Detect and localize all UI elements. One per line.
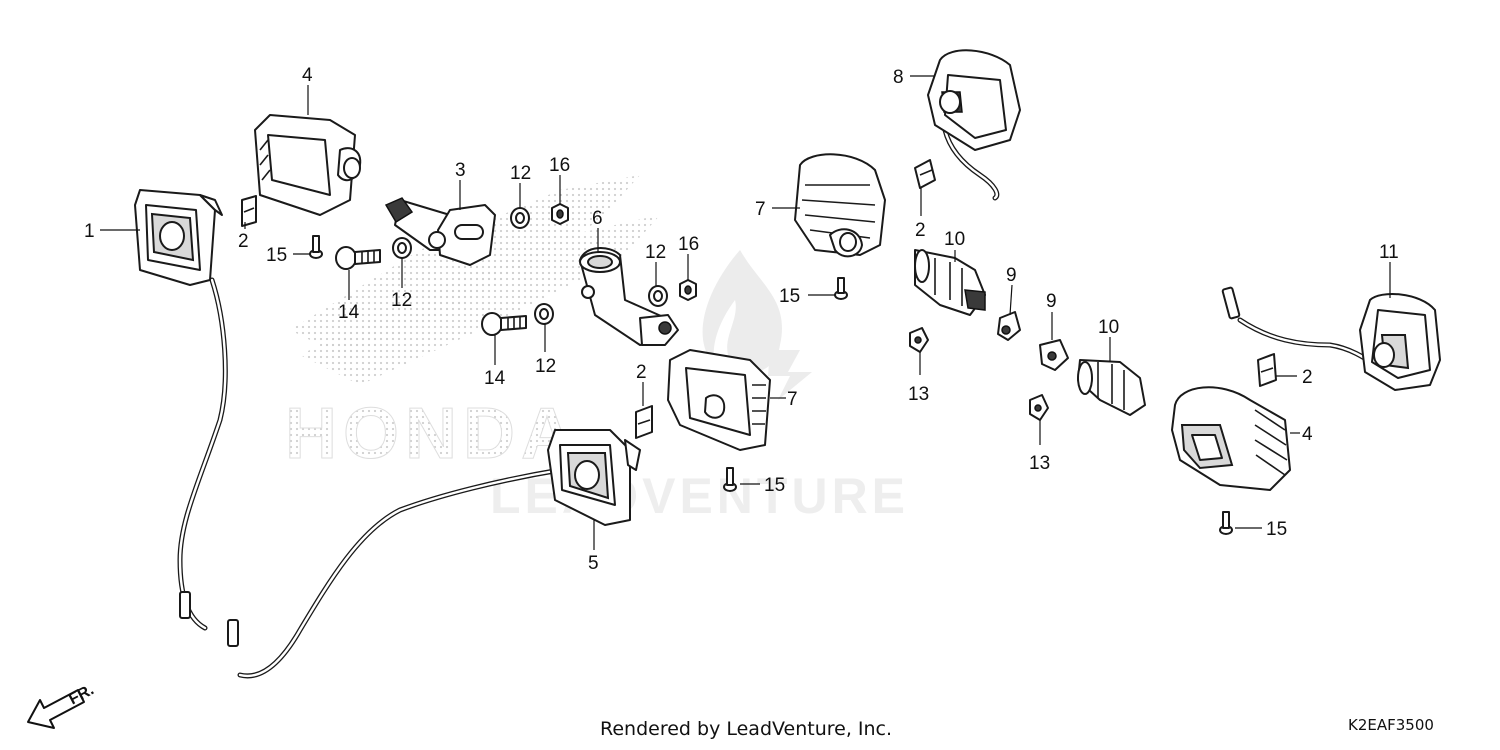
part-5-turn-signal-lens[interactable]	[547, 429, 641, 526]
wire-rear-right	[942, 127, 1000, 201]
callout-3: 3	[455, 160, 466, 181]
part-14-bolt-b[interactable]	[481, 312, 527, 336]
part-16-nut-a[interactable]	[551, 203, 569, 225]
part-10-socket-a[interactable]	[914, 249, 986, 316]
callout-16-a: 16	[549, 155, 570, 176]
callout-2-c: 2	[636, 362, 647, 383]
part-16-nut-b[interactable]	[679, 279, 697, 301]
part-9-bulb-a[interactable]	[997, 311, 1021, 341]
part-12-washer-c[interactable]	[648, 285, 668, 307]
callout-15-a: 15	[266, 245, 287, 266]
part-8-turn-signal-lens[interactable]	[927, 49, 1021, 151]
callout-7-upper: 7	[755, 199, 766, 220]
callout-13-a: 13	[908, 384, 929, 405]
callout-12-d: 12	[535, 356, 556, 377]
part-15-screw-c[interactable]	[723, 467, 737, 492]
part-2-clip-a[interactable]	[241, 195, 257, 227]
part-1-turn-signal-lens[interactable]	[134, 189, 223, 286]
callout-1: 1	[84, 221, 95, 242]
leader-lines	[100, 75, 1391, 550]
flame-watermark	[702, 250, 812, 400]
wire-harness-left	[177, 277, 563, 679]
callout-2-d: 2	[1302, 367, 1313, 388]
part-4-housing-left[interactable]	[254, 114, 362, 216]
callout-2-a: 2	[238, 231, 249, 252]
callout-15-d: 15	[1266, 519, 1287, 540]
part-15-screw-a[interactable]	[309, 235, 323, 259]
callout-11: 11	[1379, 242, 1399, 263]
callout-7-lower: 7	[787, 389, 798, 410]
rendered-by-credit: Rendered by LeadVenture, Inc.	[600, 718, 893, 740]
callout-15-c: 15	[764, 475, 785, 496]
callout-12-b: 12	[391, 290, 412, 311]
callout-6: 6	[592, 208, 603, 229]
diagram-code: K2EAF3500	[1348, 716, 1434, 734]
part-15-screw-d[interactable]	[1219, 511, 1233, 535]
callout-2-b: 2	[915, 220, 926, 241]
part-12-washer-d[interactable]	[534, 303, 554, 325]
callout-12-c: 12	[645, 242, 666, 263]
callout-14-b: 14	[484, 368, 506, 389]
callout-13-b: 13	[1029, 453, 1050, 474]
callout-9-b: 9	[1046, 291, 1057, 312]
callout-10-b: 10	[1098, 317, 1119, 338]
part-12-washer-a[interactable]	[510, 207, 530, 229]
callout-15-b: 15	[779, 286, 800, 307]
callout-10-a: 10	[944, 229, 965, 250]
part-6-stay-bracket[interactable]	[579, 247, 679, 346]
callout-14-a: 14	[338, 302, 360, 323]
part-12-washer-b[interactable]	[392, 237, 412, 259]
part-13-grommet-b[interactable]	[1029, 394, 1049, 421]
part-15-screw-b[interactable]	[834, 277, 848, 300]
part-10-socket-b[interactable]	[1077, 359, 1146, 416]
callout-8: 8	[893, 67, 904, 88]
part-2-clip-d[interactable]	[1257, 353, 1277, 387]
part-9-bulb-b[interactable]	[1039, 339, 1069, 371]
part-2-clip-c[interactable]	[635, 405, 653, 439]
callout-4-right: 4	[1302, 424, 1313, 445]
part-14-bolt-a[interactable]	[335, 246, 381, 270]
callout-numbers: 1 4 2 15 14 12 3 12 16 6 12 16 14 12 2 7…	[84, 65, 1399, 574]
callout-5: 5	[588, 553, 599, 574]
part-13-grommet-a[interactable]	[909, 327, 929, 353]
part-4-housing-right[interactable]	[1171, 386, 1291, 491]
part-2-clip-b[interactable]	[914, 159, 936, 189]
part-11-turn-signal-lens[interactable]	[1359, 293, 1441, 391]
callout-12-a: 12	[510, 163, 531, 184]
wire-harness-right	[1221, 286, 1378, 368]
callout-4-left: 4	[302, 65, 313, 86]
part-7-housing-lower[interactable]	[667, 349, 771, 451]
part-3-stay-bracket[interactable]	[384, 197, 496, 266]
callout-9-a: 9	[1006, 265, 1017, 286]
callout-16-b: 16	[678, 234, 699, 255]
part-7-housing-cover-upper[interactable]	[794, 153, 886, 258]
front-direction-arrow: FR.	[27, 681, 97, 729]
honda-watermark-text: HONDA	[285, 394, 579, 474]
